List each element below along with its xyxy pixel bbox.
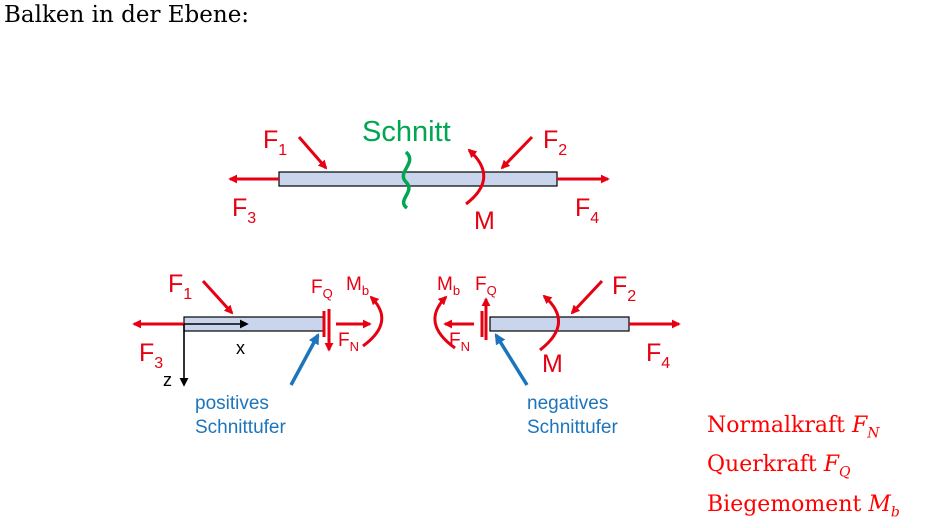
top-f1-label: F1 (263, 126, 287, 159)
right-m-label: M (542, 350, 563, 378)
left-part-group: F1 F3 FQ Mb FN x z positives Schnittufer (132, 270, 384, 438)
top-f2-arrow (500, 135, 534, 170)
left-z-label: z (163, 370, 172, 390)
legend-item-normalkraft: Normalkraft FN (707, 413, 880, 442)
cut-label: Schnitt (362, 116, 451, 148)
top-beam (278, 171, 558, 187)
top-beam-group: Schnitt F1 F2 F3 F4 M (228, 116, 610, 235)
page-heading: Balken in der Ebene: (4, 2, 250, 28)
left-mb-label: Mb (346, 274, 369, 298)
left-mb-arc (362, 295, 384, 348)
legend-item-biegemoment: Biegemoment Mb (707, 491, 900, 521)
right-fq-label: FQ (475, 274, 497, 298)
right-f4-label: F4 (646, 339, 670, 372)
right-f2-arrow (570, 279, 604, 315)
right-note-line2: Schnittufer (527, 417, 618, 438)
left-note-pointer (289, 333, 320, 386)
right-fn-label: FN (449, 330, 470, 354)
cut-line (401, 150, 412, 210)
top-f1-arrow (297, 136, 328, 170)
left-x-label: x (236, 338, 245, 358)
top-f4-label: F4 (575, 194, 599, 227)
right-part-group: Mb FQ FN F2 F4 M negatives Schnittufer (433, 272, 681, 438)
left-f1-arrow (201, 279, 234, 315)
right-mb-arc (433, 295, 456, 350)
left-fn-label: FN (338, 330, 359, 354)
top-f3-label: F3 (232, 194, 256, 227)
left-f1-label: F1 (168, 270, 192, 303)
left-f3-label: F3 (139, 339, 163, 372)
legend-item-querkraft: Querkraft FQ (707, 452, 851, 481)
right-m-arc (539, 294, 561, 352)
top-moment-arc (465, 148, 486, 206)
right-mb-label: Mb (437, 274, 460, 298)
left-fq-label: FQ (311, 277, 333, 301)
top-m-label: M (474, 207, 495, 235)
legend: Normalkraft FN Querkraft FQ Biegemoment … (707, 410, 900, 528)
right-note-line1: negatives (527, 393, 608, 414)
left-note-line2: Schnittufer (195, 417, 286, 438)
left-note-line1: positives (195, 393, 269, 414)
right-f2-label: F2 (612, 272, 636, 305)
top-f2-label: F2 (543, 126, 567, 159)
right-note-pointer (494, 333, 529, 386)
beam-diagram: Schnitt F1 F2 F3 F4 M F1 F3 FQ Mb FN x z… (132, 116, 681, 438)
